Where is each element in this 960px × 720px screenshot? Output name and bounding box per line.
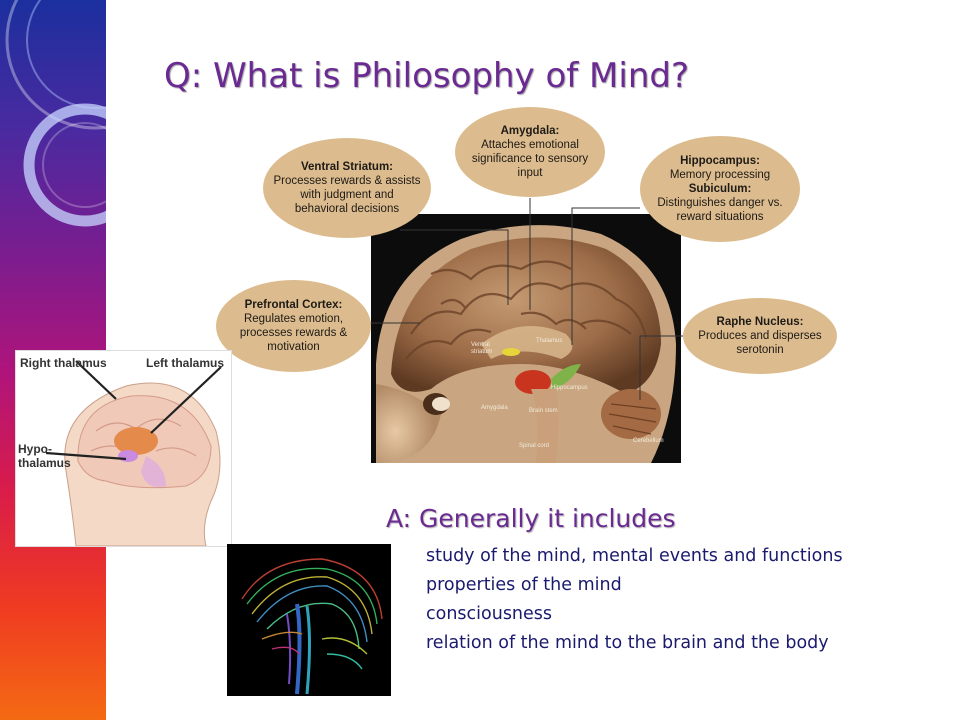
list-item: properties of the mind (426, 575, 622, 595)
label-cerebellum: Cerebellum (633, 438, 664, 444)
answer-heading: A: Generally it includes (386, 504, 676, 533)
bubble-desc: Attaches emotional significance to senso… (471, 139, 589, 179)
label-ventral-striatum: Ventral (471, 342, 490, 348)
list-item: consciousness (426, 604, 553, 624)
brain-cross-section-image: Ventral striatum Thalamus Hippocampus Am… (371, 214, 681, 463)
label-hypothalamus-2: thalamus (18, 456, 71, 470)
bubble-desc: Processes rewards & assists with judgmen… (273, 175, 421, 215)
label-ventral-striatum-2: striatum (471, 349, 492, 355)
bubble-desc: Memory processing (669, 169, 771, 181)
page-title: Q: What is Philosophy of Mind? (164, 56, 689, 96)
bubble-desc-2: Distinguishes danger vs. reward situatio… (657, 197, 783, 223)
bubble-title: Amygdala: (500, 125, 560, 137)
label-hippocampus: Hippocampus (551, 385, 588, 391)
label-left-thalamus: Left thalamus (146, 356, 225, 370)
bubble-title: Raphe Nucleus: (716, 316, 804, 328)
bubble-title: Hippocampus: (680, 155, 760, 167)
label-brain-stem: Brain stem (529, 408, 558, 414)
label-right-thalamus: Right thalamus (20, 356, 107, 370)
bubble-prefrontal-cortex: Prefrontal Cortex: Regulates emotion, pr… (216, 280, 371, 372)
label-spinal-cord: Spinal cord (519, 443, 549, 449)
bubble-desc: Regulates emotion, processes rewards & m… (239, 313, 348, 353)
label-amygdala: Amygdala (481, 405, 508, 411)
thalamus-figure: Right thalamus Left thalamus Hypo- thala… (15, 350, 232, 547)
brain-tractography-image (227, 544, 391, 696)
answer-list: study of the mind, mental events and fun… (426, 542, 843, 658)
bubble-ventral-striatum: Ventral Striatum: Processes rewards & as… (263, 138, 431, 238)
label-hypothalamus-1: Hypo- (18, 442, 52, 456)
bubble-title: Ventral Striatum: (300, 161, 394, 173)
list-item: study of the mind, mental events and fun… (426, 546, 843, 566)
list-item: relation of the mind to the brain and th… (426, 633, 829, 653)
label-thalamus: Thalamus (536, 338, 562, 344)
bubble-hippocampus: Hippocampus: Memory processing Subiculum… (640, 136, 800, 242)
bubble-desc: Produces and disperses serotonin (698, 330, 822, 356)
bubble-title-2: Subiculum: (688, 183, 752, 195)
bubble-amygdala: Amygdala: Attaches emotional significanc… (455, 107, 605, 197)
bubble-title: Prefrontal Cortex: (244, 299, 343, 311)
bubble-raphe-nucleus: Raphe Nucleus: Produces and disperses se… (683, 298, 837, 374)
